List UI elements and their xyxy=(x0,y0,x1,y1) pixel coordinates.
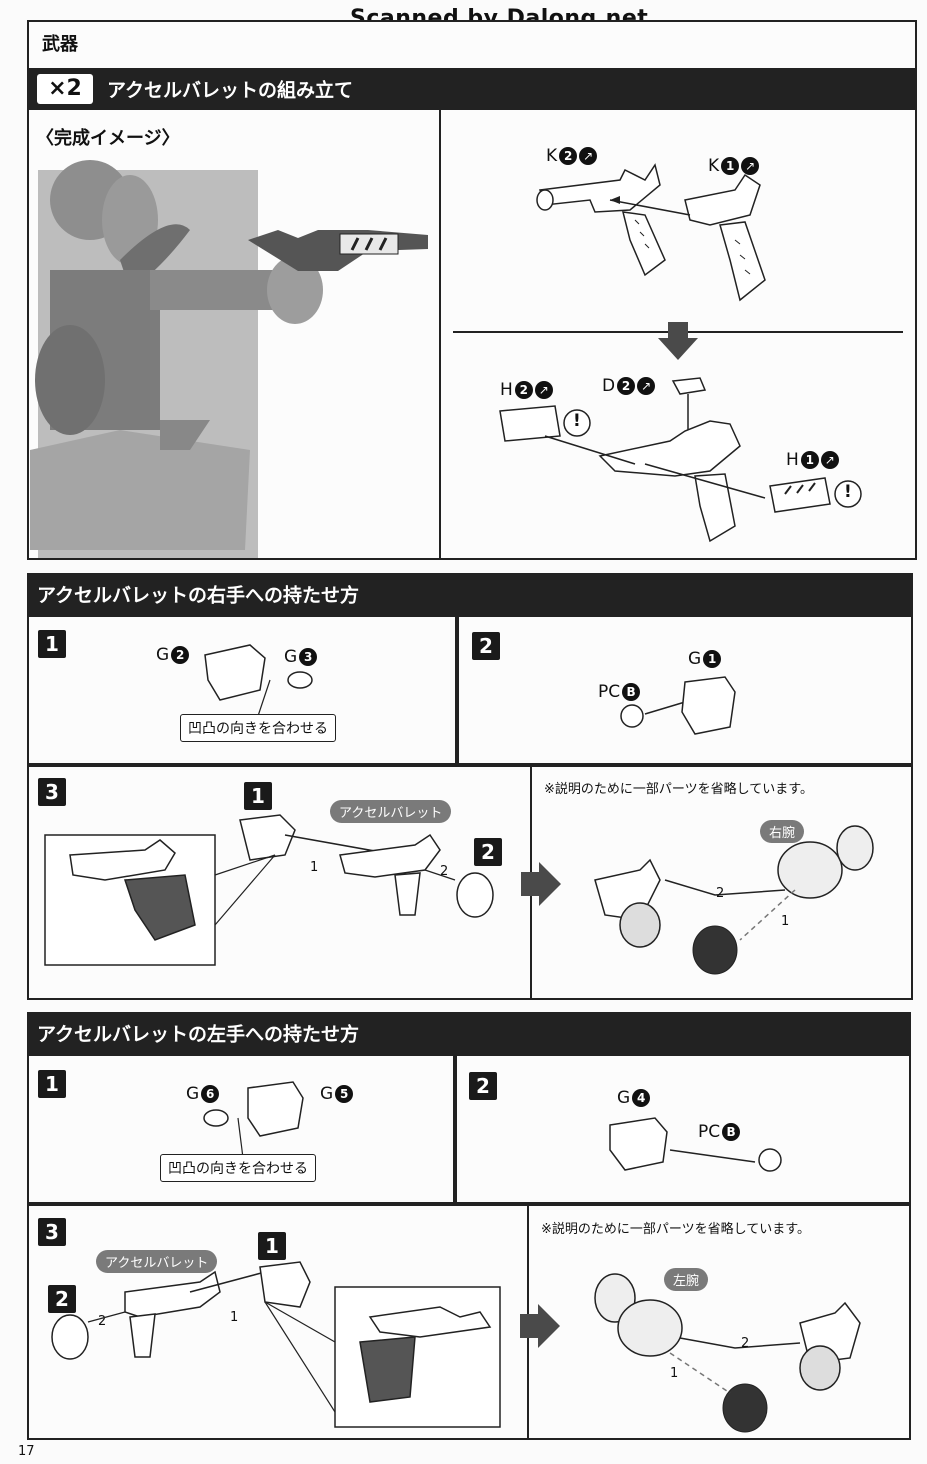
section-bar-left-hand: アクセルバレットの左手への持たせ方 xyxy=(27,1012,911,1054)
step-number: 2 xyxy=(472,632,500,660)
section-bar-assembly: ×2 アクセルバレットの組み立て xyxy=(27,68,917,110)
section-title-right-hand: アクセルバレットの右手への持たせ方 xyxy=(37,584,360,607)
part-label-pc-b: PC B xyxy=(598,682,641,702)
cut-icon: ↗ xyxy=(820,451,839,469)
part-number-circle: 2 xyxy=(617,377,636,395)
cut-icon: ↗ xyxy=(741,157,760,175)
right-hand-pc-diagram xyxy=(620,676,736,735)
gun-name-pill: アクセルバレット xyxy=(96,1250,218,1273)
left-step2-panel xyxy=(455,1054,911,1204)
caution-icon: ! xyxy=(844,482,852,502)
step-next-arrow-icon xyxy=(521,862,561,906)
omit-note: ※説明のために一部パーツを省略しています。 xyxy=(541,1222,810,1237)
step-number: 1 xyxy=(38,630,66,658)
hex-step-1: 1 xyxy=(230,1310,239,1325)
down-arrow-icon xyxy=(658,322,698,360)
part-letter: G xyxy=(156,645,170,665)
preview-figure-image xyxy=(30,160,428,558)
part-letter: G xyxy=(320,1084,334,1104)
left-hand-pc-diagram xyxy=(609,1117,782,1172)
alignment-note: 凹凸の向きを合わせる xyxy=(160,1154,316,1182)
preview-label: 〈完成イメージ〉 xyxy=(36,128,180,149)
part-number-circle: B xyxy=(622,683,641,701)
part-number-circle: 2 xyxy=(514,381,533,399)
gun-frame-k-diagram xyxy=(536,163,766,302)
substep-number: 1 xyxy=(258,1232,286,1260)
substep-number: 2 xyxy=(48,1285,76,1313)
part-label-k2: K 2 ↗ xyxy=(546,146,598,166)
part-number-circle: 1 xyxy=(800,451,819,469)
hex-step-r1: 1 xyxy=(781,914,790,929)
part-number-circle: 1 xyxy=(721,157,740,175)
alignment-note: 凹凸の向きを合わせる xyxy=(180,714,336,742)
hex-step-r2: 2 xyxy=(716,886,725,901)
right-hand-grip-diagram xyxy=(204,644,313,726)
arm-name-pill: 右腕 xyxy=(760,820,805,843)
part-letter: K xyxy=(708,156,720,176)
left-hand-grip-diagram xyxy=(203,1081,304,1159)
caution-icon: ! xyxy=(573,411,581,431)
part-label-pc-b: PC B xyxy=(698,1122,741,1142)
part-number-circle: 1 xyxy=(703,650,722,668)
part-label-h1: H 1 ↗ xyxy=(786,450,839,470)
left-hand-gun-detail-diagram xyxy=(51,1261,501,1428)
substep-number: 2 xyxy=(474,838,502,866)
section-bar-right-hand: アクセルバレットの右手への持たせ方 xyxy=(27,573,913,615)
part-number-circle: 2 xyxy=(171,646,190,664)
hex-step-1: 1 xyxy=(310,860,319,875)
hex-step-2: 2 xyxy=(98,1314,107,1329)
hex-step-2: 2 xyxy=(440,864,449,879)
arm-name-pill: 左腕 xyxy=(664,1268,709,1291)
section-title-left-hand: アクセルバレットの左手への持たせ方 xyxy=(37,1023,360,1046)
substep-number: 1 xyxy=(244,782,272,810)
header-title: 武器 xyxy=(42,34,78,55)
section-title-assembly: アクセルバレットの組み立て xyxy=(107,79,354,102)
right-hand-gun-detail-diagram xyxy=(44,814,494,966)
part-label-h2: H 2 ↗ xyxy=(500,380,553,400)
part-label-k1: K 1 ↗ xyxy=(708,156,760,176)
part-label-g5: G 5 xyxy=(320,1084,354,1104)
gun-name-pill: アクセルバレット xyxy=(330,800,452,823)
part-letter: D xyxy=(602,376,616,396)
step-number: 2 xyxy=(469,1072,497,1100)
part-letter: G xyxy=(186,1084,200,1104)
step-next-arrow-icon xyxy=(520,1304,560,1348)
part-label-g4: G 4 xyxy=(617,1088,651,1108)
part-label-d2: D 2 ↗ xyxy=(602,376,656,396)
part-number-circle: 2 xyxy=(559,147,578,165)
part-letter: H xyxy=(500,380,513,400)
part-letter: G xyxy=(617,1088,631,1108)
part-label-g1: G 1 xyxy=(688,649,722,669)
gun-assembly-h-d-diagram xyxy=(499,377,862,543)
part-number-circle: 4 xyxy=(632,1089,651,1107)
left-arm-attach-diagram xyxy=(594,1273,861,1433)
part-label-g3: G 3 xyxy=(284,647,318,667)
hex-step-l1: 1 xyxy=(670,1366,679,1381)
panel-divider xyxy=(439,110,441,560)
qty-badge: ×2 xyxy=(37,74,93,104)
part-label-g2: G 2 xyxy=(156,645,190,665)
right-arm-attach-diagram xyxy=(594,825,874,975)
step-number: 3 xyxy=(38,1218,66,1246)
step-number: 3 xyxy=(38,778,66,806)
cut-icon: ↗ xyxy=(579,147,598,165)
part-number-circle: 5 xyxy=(335,1085,354,1103)
cut-icon: ↗ xyxy=(534,381,553,399)
part-letter: G xyxy=(688,649,702,669)
omit-note: ※説明のために一部パーツを省略しています。 xyxy=(544,782,813,797)
page-number: 17 xyxy=(18,1444,35,1459)
step-number: 1 xyxy=(38,1070,66,1098)
part-number-circle: B xyxy=(722,1123,741,1141)
part-number-circle: 3 xyxy=(299,648,318,666)
cut-icon: ↗ xyxy=(637,377,656,395)
part-letter: PC xyxy=(598,682,621,702)
hex-step-l2: 2 xyxy=(741,1336,750,1351)
part-letter: H xyxy=(786,450,799,470)
part-label-g6: G 6 xyxy=(186,1084,220,1104)
part-letter: G xyxy=(284,647,298,667)
part-letter: PC xyxy=(698,1122,721,1142)
part-number-circle: 6 xyxy=(201,1085,220,1103)
part-letter: K xyxy=(546,146,558,166)
